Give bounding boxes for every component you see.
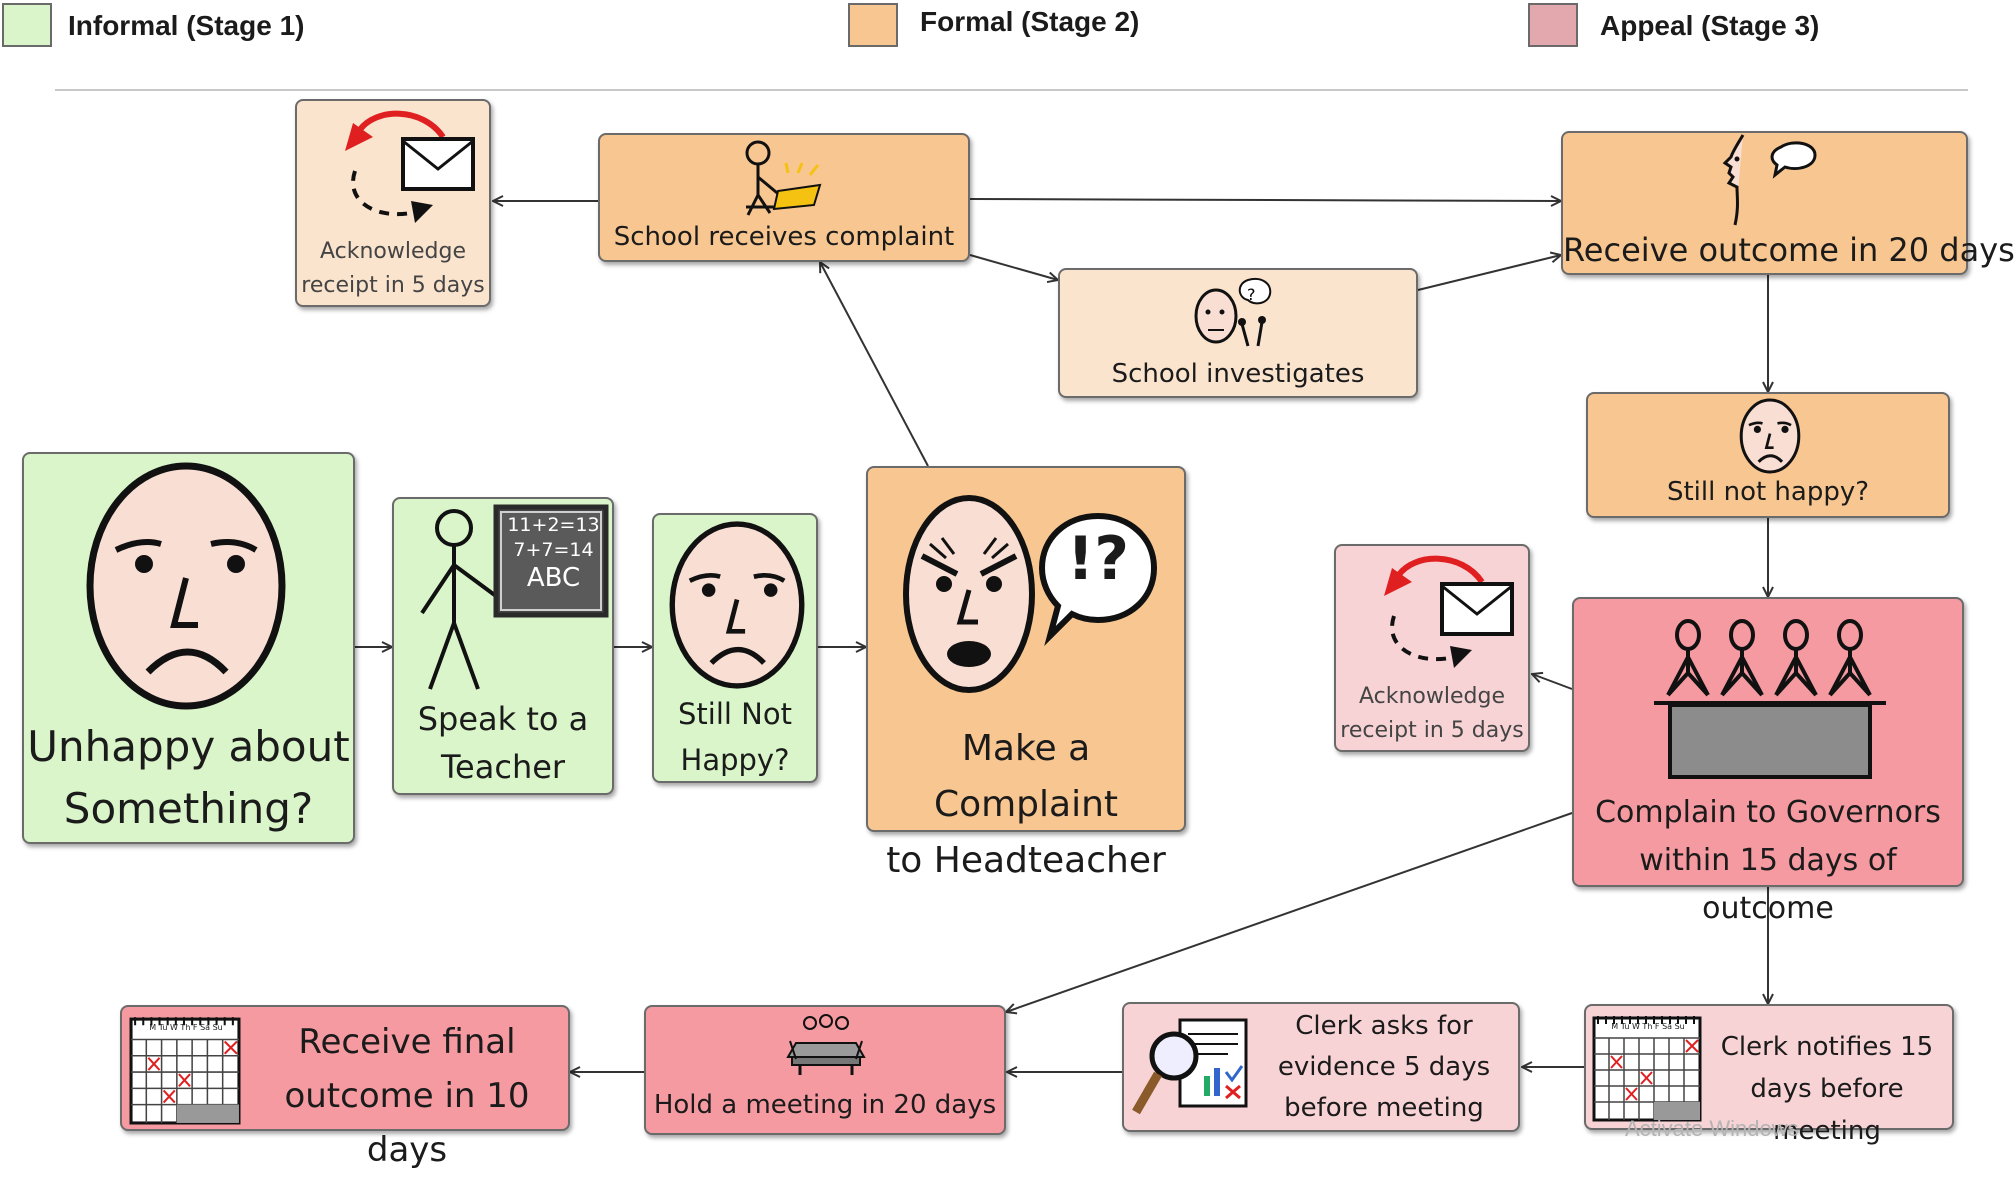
node-clerk-evidence: Clerk asks for evidence 5 days before me… <box>1122 1002 1520 1132</box>
blackboard-line-1: 11+2=13 <box>507 514 600 536</box>
governors-meeting-icon <box>1654 619 1886 779</box>
meeting-table-icon <box>786 1014 866 1075</box>
node-clerk-notifies: M Tu W Th F Sa Su Clerk notifies 15 days… <box>1584 1004 1954 1146</box>
node-label: Acknowledge receipt in 5 days <box>1340 684 1524 743</box>
arrow-complaint-to-school-receives <box>820 262 929 467</box>
node-still-not-happy-1: Still Not Happy? <box>652 513 818 783</box>
legend-label-formal: Formal (Stage 2) <box>920 6 1140 37</box>
calendar-days: M Tu W Th F Sa Su <box>149 1023 223 1032</box>
node-label: Still not happy? <box>1666 477 1870 507</box>
legend-swatch-appeal <box>1528 3 1578 47</box>
arrow-school-receives-to-outcome <box>969 199 1561 201</box>
node-label: Clerk notifies 15 days before meeting <box>1720 1032 1934 1146</box>
node-hold-meeting: Hold a meeting in 20 days <box>644 1005 1006 1135</box>
node-label: Complain to Governors within 15 days of … <box>1595 795 1941 926</box>
legend-swatch-formal <box>848 3 898 47</box>
node-label: Receive final outcome in 10 days <box>284 1022 530 1170</box>
node-receive-outcome: Receive outcome in 20 days <box>1561 131 2015 275</box>
arrow-investigates-to-outcome <box>1417 255 1561 291</box>
thinking-face-icon: ? <box>1194 278 1272 347</box>
speaking-head-icon <box>1722 134 1817 226</box>
node-complain-governors: Complain to Governors within 15 days of … <box>1572 597 1964 926</box>
node-label: Unhappy about Something? <box>27 722 350 833</box>
node-label: Speak to a Teacher <box>417 700 589 786</box>
sad-face-icon <box>1739 398 1801 474</box>
calendar-icon <box>129 1017 241 1125</box>
node-speak-teacher: 11+2=13 7+7=14 ABC Speak to a Teacher <box>392 497 614 795</box>
legend-divider <box>55 89 1968 91</box>
node-unhappy: Unhappy about Something? <box>22 452 355 844</box>
teacher-blackboard-icon <box>420 504 609 690</box>
flow-arrows <box>353 0 1968 1141</box>
calendar-days: M Tu W Th F Sa Su <box>1611 1022 1685 1031</box>
node-label: School investigates <box>1111 359 1365 389</box>
blackboard-line-2: 7+7=14 <box>513 539 594 561</box>
sad-face-icon <box>86 462 286 710</box>
node-label: Still Not Happy? <box>678 697 792 777</box>
svg-text:?: ? <box>1247 285 1256 304</box>
speech-bubble-icon <box>1038 512 1158 647</box>
node-label: Receive outcome in 20 days <box>1563 231 2015 269</box>
node-school-receives: School receives complaint <box>598 133 970 262</box>
node-label: Acknowledge receipt in 5 days <box>301 239 485 298</box>
arrow-governors-to-hold-meeting <box>1006 812 1573 1012</box>
bubble-text: !? <box>1066 524 1130 594</box>
person-reading-icon <box>745 140 822 216</box>
legend-swatch-informal <box>2 3 52 47</box>
node-final-outcome: M Tu W Th F Sa Su Receive final outcome … <box>120 1005 570 1170</box>
envelope-return-icon <box>345 110 475 223</box>
legend-label-informal: Informal (Stage 1) <box>68 10 305 41</box>
magnifier-documents-icon <box>1132 1018 1248 1115</box>
watermark: Activate Windows <box>1625 1116 1799 1141</box>
node-label: Hold a meeting in 20 days <box>653 1090 997 1120</box>
calendar-icon <box>1592 1016 1702 1122</box>
legend-label-appeal: Appeal (Stage 3) <box>1600 10 1820 41</box>
node-school-investigates: ? School investigates <box>1058 268 1418 398</box>
envelope-return-icon <box>1384 555 1514 668</box>
blackboard-line-3: ABC <box>526 563 581 593</box>
angry-face-icon <box>903 495 1035 693</box>
arrow-school-receives-to-investigates <box>969 254 1058 280</box>
node-label: Make a Complaint to Headteacher <box>886 728 1166 881</box>
node-still-not-happy-2: Still not happy? <box>1586 392 1950 518</box>
sad-face-icon <box>669 521 805 689</box>
arrow-governors-to-ack <box>1532 674 1573 690</box>
node-label: School receives complaint <box>613 222 955 252</box>
node-label: Clerk asks for evidence 5 days before me… <box>1277 1011 1491 1123</box>
node-ack-appeal: Acknowledge receipt in 5 days <box>1334 544 1530 752</box>
node-make-complaint: !? Make a Complaint to Headteacher <box>866 466 1186 881</box>
node-ack-formal: Acknowledge receipt in 5 days <box>295 99 491 307</box>
